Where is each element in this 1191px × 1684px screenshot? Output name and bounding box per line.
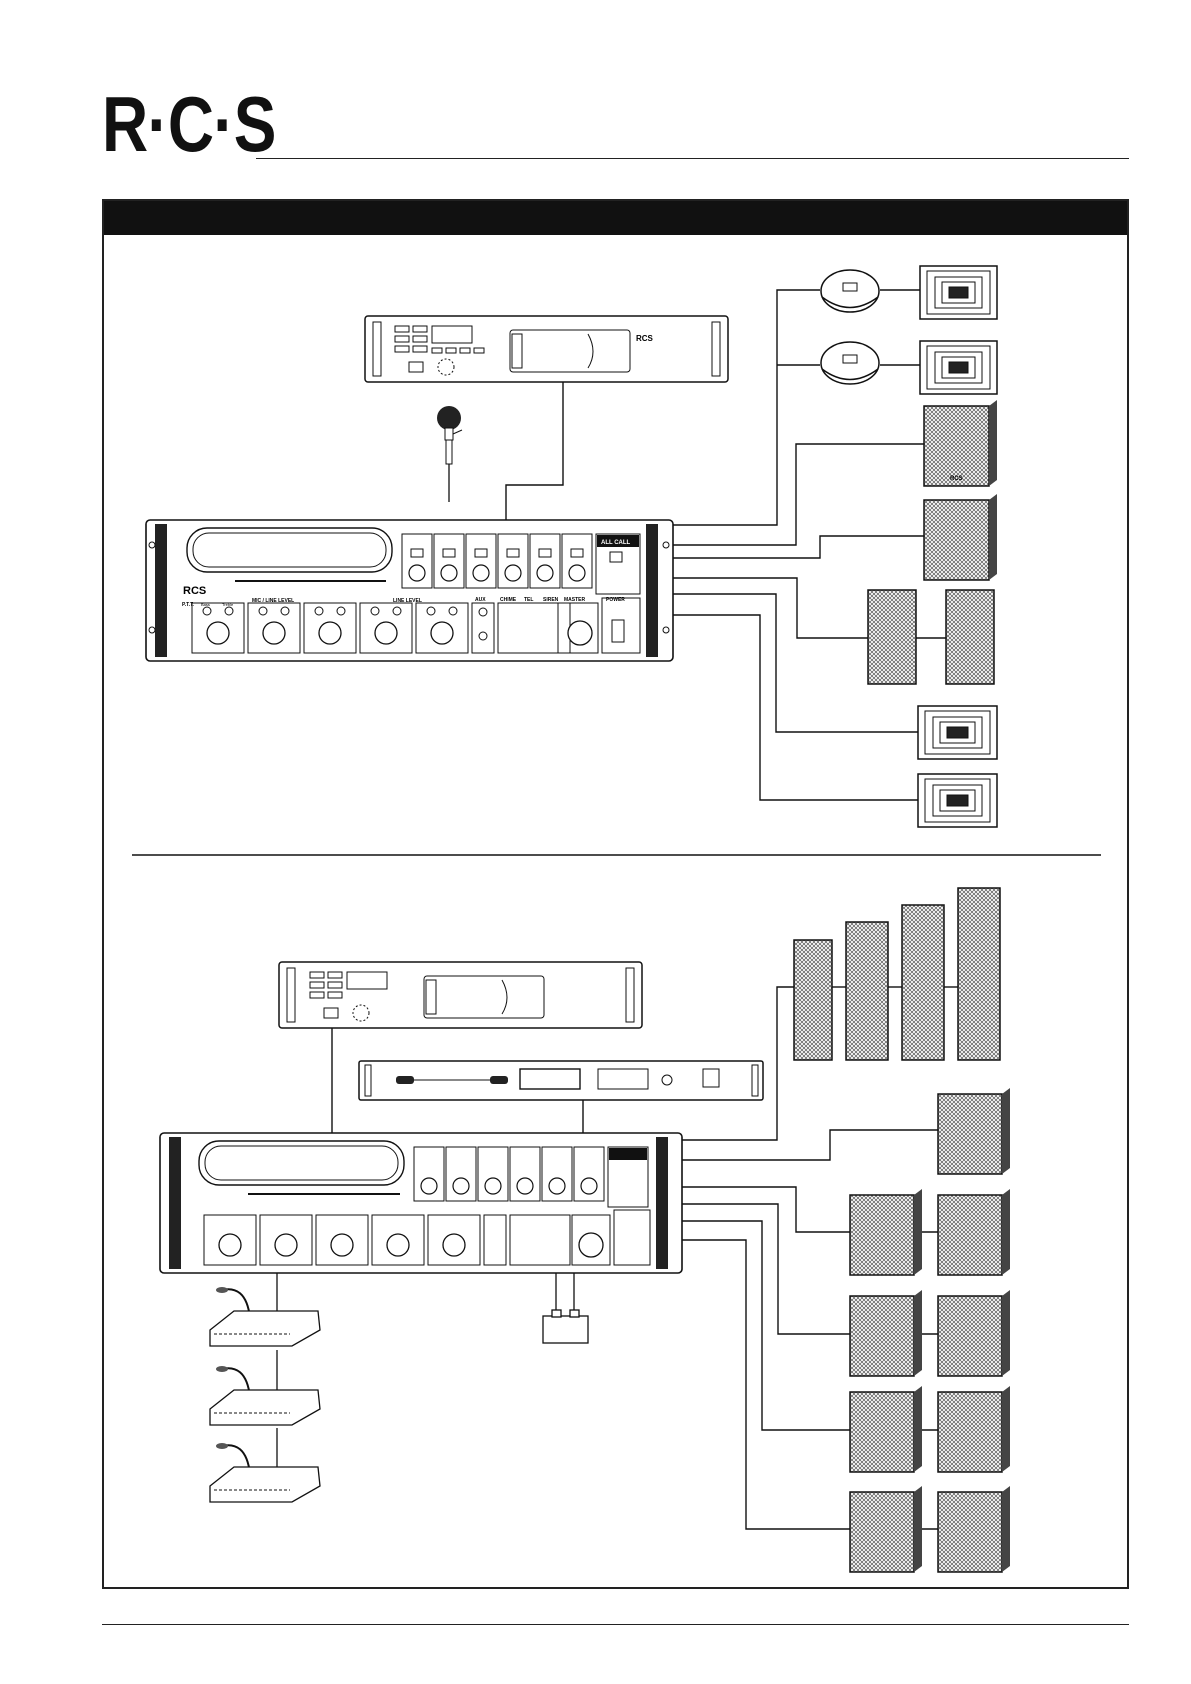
box-speaker-pair-3 (850, 1386, 1010, 1472)
handheld-microphone (437, 406, 462, 502)
column-speaker-top-2 (946, 590, 994, 684)
aux-label: AUX (475, 597, 486, 603)
treble-label: Treble (222, 602, 234, 607)
footer-rule (102, 1624, 1129, 1625)
column-speaker-2 (846, 922, 888, 1060)
tel-label: TEL (524, 597, 533, 603)
line-level-label: LINE LEVEL (393, 598, 422, 604)
column-speaker-3 (902, 905, 944, 1060)
tuner-unit-top (365, 316, 728, 382)
mixer-amplifier-bottom (160, 1133, 682, 1273)
paging-console-3 (210, 1443, 320, 1502)
column-speaker-1 (794, 940, 832, 1060)
all-call-label: ALL CALL (601, 540, 631, 546)
chime-label: CHIME (500, 597, 517, 603)
square-speaker-3 (918, 706, 997, 759)
mixer-amplifier-top (146, 520, 673, 661)
bass-label: Bass (201, 602, 210, 607)
wall-speaker-top-1 (924, 400, 997, 486)
square-speaker-1 (920, 266, 997, 319)
master-label: MASTER (564, 597, 586, 603)
square-speaker-2 (920, 341, 997, 394)
speaker-brand-label: RCS (950, 476, 963, 482)
square-speaker-4 (918, 774, 997, 827)
box-speaker-pair-2 (850, 1290, 1010, 1376)
ceiling-speaker-2 (821, 342, 879, 384)
battery (543, 1273, 588, 1343)
message-unit (359, 1061, 763, 1100)
column-speaker-top-1 (868, 590, 916, 684)
mic-line-level-label: MIC / LINE LEVEL (252, 598, 294, 604)
paging-console-1 (210, 1287, 320, 1346)
wall-speaker-top-2 (924, 494, 997, 580)
siren-label: SIREN (543, 597, 559, 603)
power-label: POWER (606, 597, 625, 603)
box-speaker-single (938, 1088, 1010, 1174)
tuner-brand-label: RCS (636, 334, 654, 343)
amp-brand-label: RCS (183, 585, 206, 597)
paging-console-2 (210, 1366, 320, 1425)
column-speaker-4 (958, 888, 1000, 1060)
tuner-unit-bottom (279, 962, 642, 1028)
ptt-label: P.T.T. (182, 602, 194, 608)
ceiling-speaker-1 (821, 270, 879, 312)
